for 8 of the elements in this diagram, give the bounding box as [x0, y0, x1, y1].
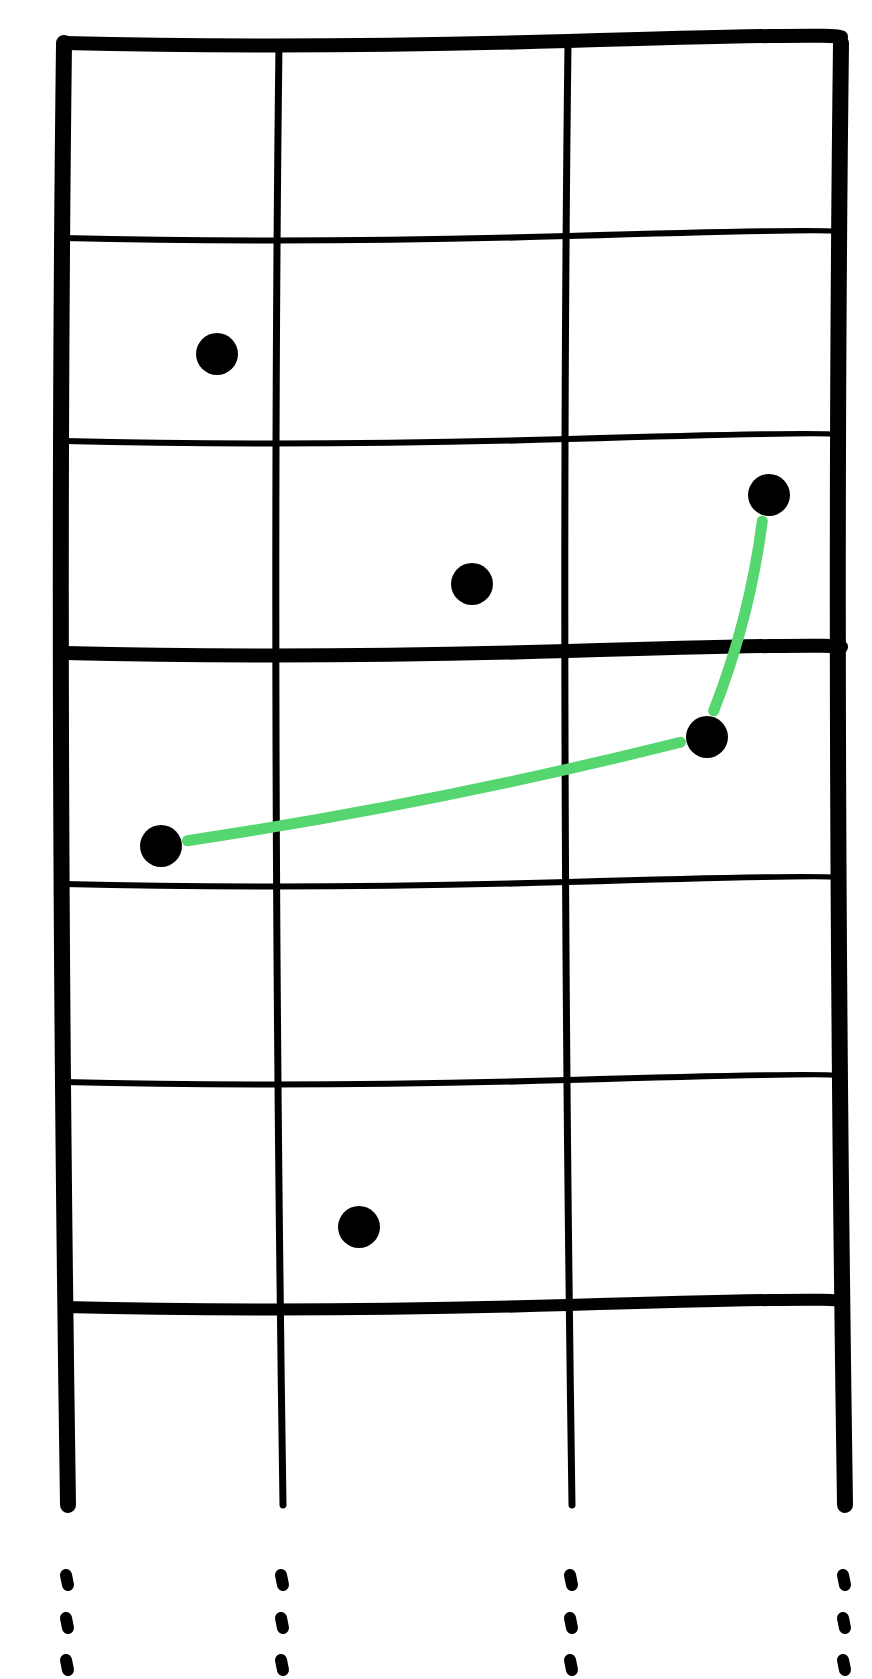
slide-line: [708, 515, 768, 717]
finger-dot: [748, 474, 790, 516]
finger-dot: [140, 825, 182, 867]
finger-dot: [196, 333, 238, 375]
finger-dot: [338, 1206, 380, 1248]
slide-line: [182, 736, 686, 847]
finger-dot: [451, 563, 493, 605]
finger-dot: [686, 716, 728, 758]
